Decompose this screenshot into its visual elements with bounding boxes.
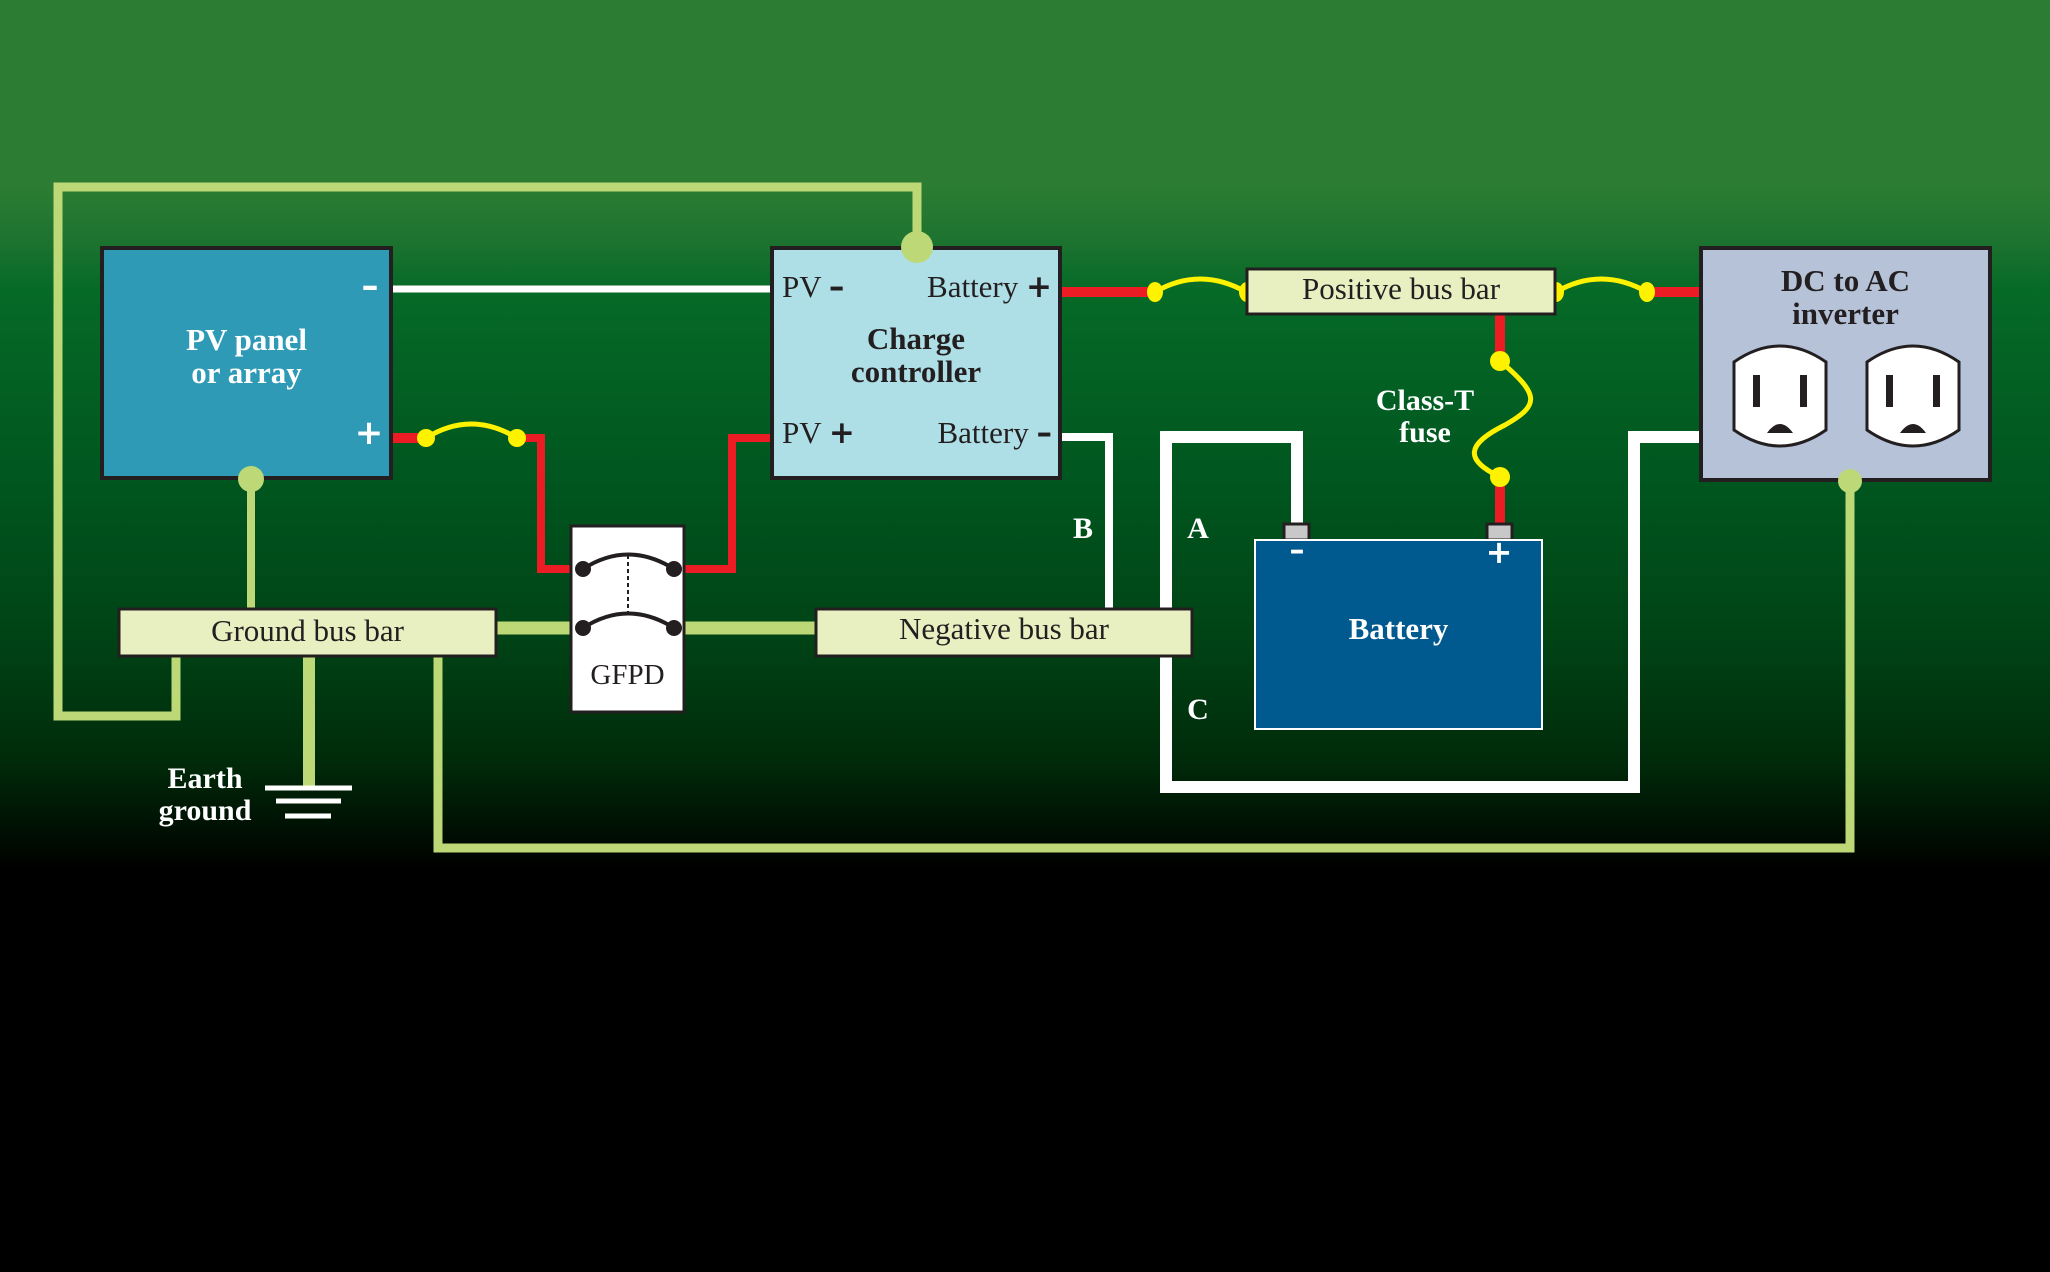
fuse-label-line2: fuse	[1399, 416, 1451, 450]
wire-label-a: A	[1187, 512, 1209, 545]
inverter-label-line1: DC to AC	[1780, 263, 1911, 298]
pv-panel-label-line1: PV panel	[186, 322, 307, 357]
pv-panel-label: PV panel or array	[102, 323, 391, 390]
battery	[1254, 522, 1543, 730]
ground-wiring	[53, 182, 1855, 853]
class-t-fuse-icon	[1471, 359, 1534, 480]
class-t-fuse-label: Class-T fuse	[1360, 384, 1490, 450]
positive-wire-from-gfpd	[674, 434, 772, 573]
cc-pv-minus-text: PV	[782, 269, 822, 304]
ground-bus-bar-label: Ground bus bar	[211, 613, 404, 648]
inverter-label: DC to AC inverter	[1701, 264, 1990, 331]
ac-outlet-icon	[1732, 344, 1828, 448]
charge-controller-label: Charge controller	[772, 322, 1060, 389]
cc-battery-plus-text: Battery	[927, 269, 1019, 304]
pv-panel-minus-sign: –	[361, 266, 379, 306]
inverter-breaker-icon	[1554, 276, 1649, 295]
plus-icon: +	[1026, 269, 1052, 305]
positive-bus-bar-box	[1245, 267, 1557, 316]
cc-pv-minus-label: PV –	[782, 270, 844, 304]
negative-bus-bar-label: Negative bus bar	[898, 611, 1110, 646]
minus-icon: –	[828, 269, 845, 305]
negative-wire-c	[1160, 431, 1700, 793]
wire-label-b: B	[1072, 512, 1093, 545]
earth-ground-label-line1: Earth	[167, 762, 243, 795]
charge-controller-box	[770, 246, 1062, 480]
ac-outlet-icon	[1865, 344, 1961, 448]
battery-plus-sign: +	[1485, 533, 1513, 571]
pv-panel-box	[100, 246, 393, 480]
earth-ground-label: Earth ground	[140, 762, 270, 828]
breakers	[424, 276, 1649, 480]
positive-bus-bar-label: Positive bus bar	[1301, 271, 1501, 306]
charge-controller-label-line2: controller	[850, 354, 982, 390]
positive-wire-to-gfpd	[517, 434, 583, 573]
cc-battery-minus-text: Battery	[937, 415, 1029, 450]
ground-wire-inverter	[433, 481, 1855, 853]
ground-bus-bar-box	[117, 607, 498, 658]
negative-wire-a	[1160, 431, 1303, 608]
charge-controller-label-line1: Charge	[866, 321, 966, 356]
fuse-label-line1: Class-T	[1375, 384, 1475, 417]
earth-ground-label-line2: ground	[158, 794, 252, 828]
wire-label-c: C	[1187, 693, 1209, 726]
pv-breaker-icon	[424, 421, 519, 441]
pv-panel-plus-sign: +	[354, 413, 384, 453]
cc-pv-plus-label: PV +	[782, 416, 855, 450]
cc-breaker-icon	[1153, 276, 1248, 295]
ground-wire-frame	[53, 182, 922, 721]
negative-bus-bar-box	[814, 607, 1194, 658]
cc-battery-plus-label: Battery +	[900, 270, 1052, 304]
cc-battery-minus-label: Battery –	[900, 415, 1053, 451]
negative-wire-b	[1062, 433, 1113, 608]
negative-wiring	[393, 285, 1700, 793]
inverter-label-line2: inverter	[1792, 296, 1899, 332]
gfpd-label: GFPD	[590, 659, 665, 691]
battery-label: Battery	[1348, 611, 1449, 646]
plus-icon: +	[828, 415, 855, 451]
ground-connection-dots	[238, 231, 1862, 493]
battery-minus-sign: –	[1289, 533, 1305, 568]
cc-pv-plus-text: PV	[782, 415, 822, 450]
gfpd-switch-icon	[575, 552, 682, 636]
battery-box	[1254, 539, 1543, 730]
earth-ground-symbol	[265, 785, 352, 819]
pv-panel-label-line2: or array	[191, 355, 302, 391]
minus-icon: –	[1036, 415, 1053, 451]
